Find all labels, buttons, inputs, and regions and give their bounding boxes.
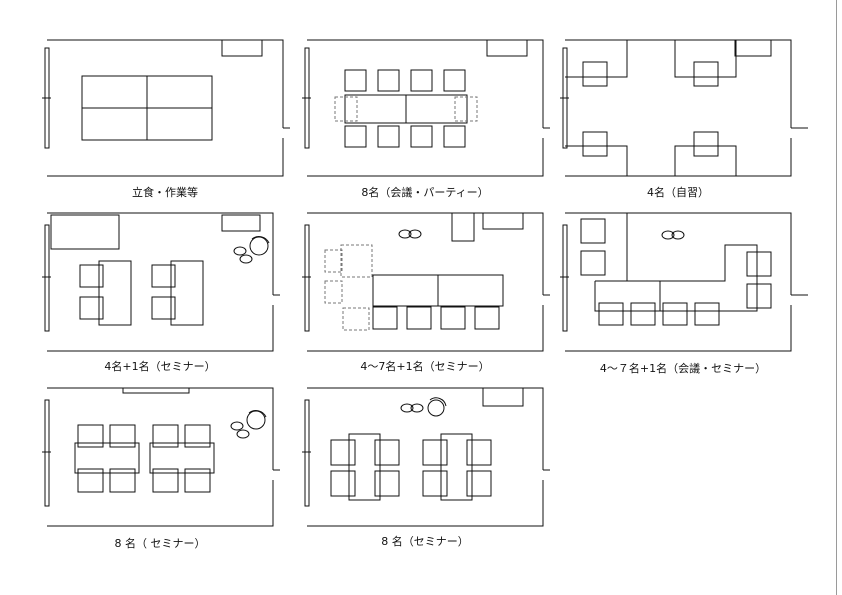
room-outline bbox=[307, 387, 550, 527]
storage-cabinet bbox=[482, 212, 524, 230]
optional-end-chairs bbox=[334, 96, 478, 122]
window bbox=[44, 224, 50, 332]
seminar-chairs bbox=[79, 264, 176, 320]
room-outline bbox=[47, 39, 290, 177]
study-chairs bbox=[582, 61, 719, 157]
room-outline bbox=[565, 212, 808, 352]
layout-caption: 4名（自習） bbox=[647, 186, 709, 199]
storage-cabinet bbox=[221, 39, 263, 57]
lecturer-seat bbox=[400, 397, 447, 417]
window bbox=[304, 399, 310, 507]
storage-cabinet bbox=[482, 387, 524, 407]
work-table bbox=[81, 75, 213, 141]
storage-cabinet bbox=[451, 212, 475, 242]
storage-cabinet bbox=[734, 39, 772, 57]
window bbox=[562, 224, 568, 332]
storage-cabinet bbox=[486, 39, 528, 57]
plan-standing-work bbox=[42, 39, 290, 177]
counter bbox=[50, 214, 120, 250]
room-outline bbox=[47, 212, 280, 352]
lecturer-seat bbox=[233, 236, 270, 264]
plan-4-self-study bbox=[560, 39, 808, 177]
door-frame bbox=[122, 387, 190, 394]
layout-caption: 4名+1名（セミナー） bbox=[104, 360, 216, 373]
layout-caption: 立食・作業等 bbox=[132, 186, 198, 199]
meeting-table bbox=[344, 94, 468, 124]
meeting-table bbox=[594, 244, 758, 312]
plan-8-meeting-party bbox=[302, 39, 550, 177]
chairs bbox=[344, 69, 466, 148]
room-outline bbox=[565, 39, 808, 177]
seminar-desks bbox=[74, 442, 215, 474]
window bbox=[304, 224, 310, 332]
plan-4plus1-seminar bbox=[42, 212, 280, 352]
room-outline bbox=[307, 212, 550, 352]
window bbox=[44, 399, 50, 507]
seminar-chairs bbox=[372, 306, 500, 330]
lecturer-seat bbox=[661, 230, 685, 240]
plan-8-seminar-a bbox=[42, 387, 280, 527]
room-outline bbox=[307, 39, 550, 177]
plan-4to7plus1-seminar bbox=[302, 212, 550, 352]
page-edge bbox=[836, 0, 837, 595]
layout-caption: 4〜７名+1名（会議・セミナー） bbox=[599, 362, 767, 375]
seminar-desks bbox=[98, 260, 204, 326]
plan-4to7plus1-meeting-seminar bbox=[560, 212, 808, 352]
storage-cabinet bbox=[221, 214, 261, 232]
layout-caption: 8 名（セミナー） bbox=[381, 535, 469, 548]
plan-8-seminar-b bbox=[302, 387, 550, 527]
seminar-chairs bbox=[330, 439, 492, 497]
seminar-table bbox=[372, 274, 504, 307]
layout-caption: 4〜7名+1名（セミナー） bbox=[360, 360, 490, 373]
layout-caption: 8 名（ セミナー） bbox=[114, 537, 206, 550]
lecturer-seat bbox=[398, 229, 422, 239]
optional-chairs bbox=[324, 244, 373, 331]
lecturer-seat bbox=[230, 410, 267, 439]
layout-caption: 8名（会議・パーティー） bbox=[361, 186, 489, 199]
seminar-chairs bbox=[77, 424, 211, 493]
seminar-desks bbox=[348, 433, 473, 501]
meeting-chairs bbox=[580, 218, 772, 326]
room-outline bbox=[47, 387, 280, 527]
study-partitions bbox=[565, 40, 737, 176]
